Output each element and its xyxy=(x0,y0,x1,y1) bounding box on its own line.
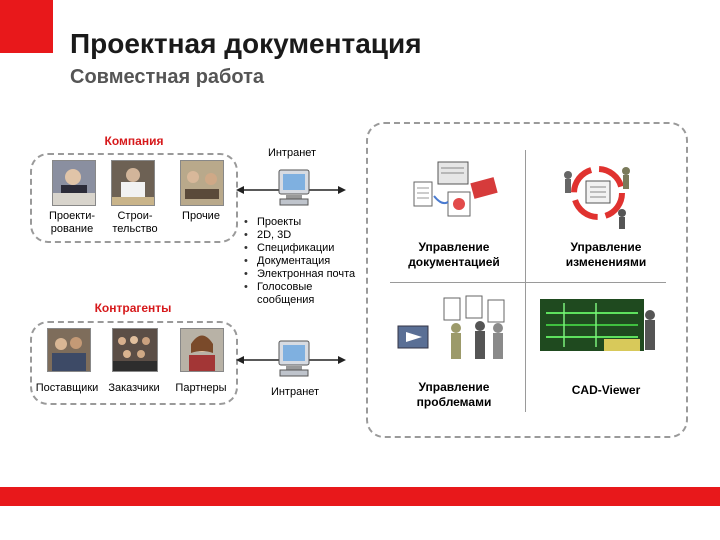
page-subtitle: Совместная работа xyxy=(70,66,265,88)
contractor-customers: Заказчики xyxy=(108,382,160,394)
cad-viewer-icon xyxy=(540,293,660,359)
company-item-design: Проекти-рование xyxy=(48,210,96,235)
company-group xyxy=(30,153,238,243)
design-photo xyxy=(52,160,96,206)
contractors-group xyxy=(30,321,238,405)
brand-red-square xyxy=(0,0,53,53)
document-management-icon xyxy=(408,152,504,228)
issue-management-icon xyxy=(394,292,514,368)
other-photo xyxy=(180,160,224,206)
intranet-content-list: Проекты 2D, 3D Спецификации Документация… xyxy=(244,216,364,307)
intranet-top-label: Интранет xyxy=(267,147,317,159)
footer-red-bar xyxy=(0,487,720,506)
company-item-other: Прочие xyxy=(182,210,220,222)
quadrant-divider-horizontal xyxy=(390,282,666,283)
partners-photo xyxy=(180,328,224,372)
page-title: Проектная документация xyxy=(70,28,422,59)
contractor-partners: Партнеры xyxy=(175,382,227,394)
quadrant-cad-viewer: CAD-Viewer xyxy=(571,383,641,397)
construction-photo xyxy=(111,160,155,206)
server-icon-bottom xyxy=(276,339,312,379)
suppliers-photo xyxy=(47,328,91,372)
company-item-construction: Строи-тельство xyxy=(112,210,158,235)
capabilities-box xyxy=(366,122,688,438)
customers-photo xyxy=(112,328,158,372)
bullet-voice: Голосовые сообщения xyxy=(244,281,364,307)
contractor-suppliers: Поставщики xyxy=(35,382,99,394)
bullet-specifications: Спецификации xyxy=(244,242,364,255)
server-icon-top xyxy=(276,168,312,208)
bullet-documentation: Документация xyxy=(244,255,364,268)
quadrant-divider-vertical xyxy=(525,150,526,412)
intranet-bottom-label: Интранет xyxy=(270,386,320,398)
change-management-icon xyxy=(558,155,636,231)
contractors-label: Контрагенты xyxy=(94,301,172,315)
bullet-email: Электронная почта xyxy=(244,268,364,281)
bullet-2d3d: 2D, 3D xyxy=(244,229,364,242)
bullet-projects: Проекты xyxy=(244,216,364,229)
company-label: Компания xyxy=(104,134,164,148)
